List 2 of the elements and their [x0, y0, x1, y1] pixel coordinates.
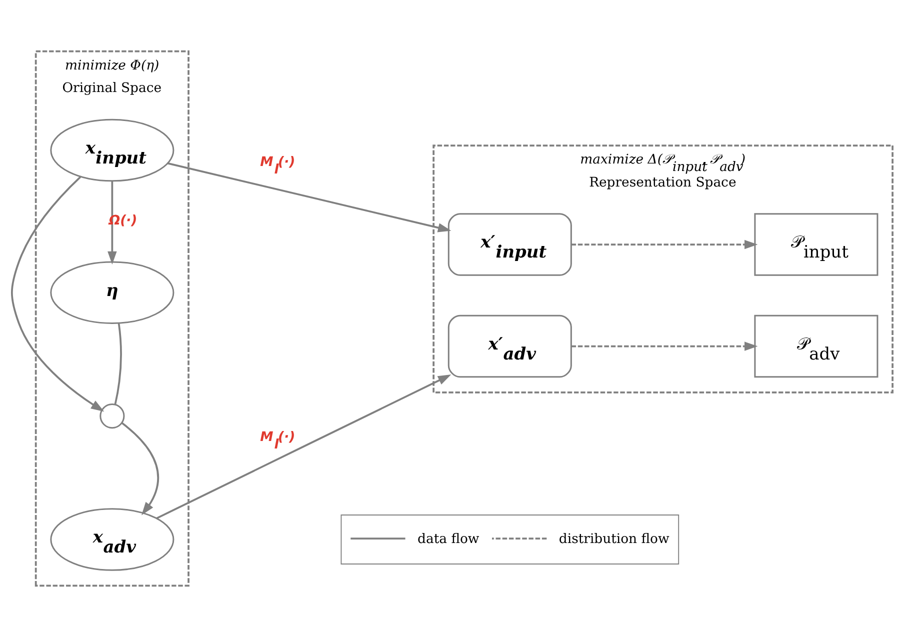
legend-label: data flow — [418, 532, 480, 547]
legend-label: distribution flow — [558, 532, 670, 547]
